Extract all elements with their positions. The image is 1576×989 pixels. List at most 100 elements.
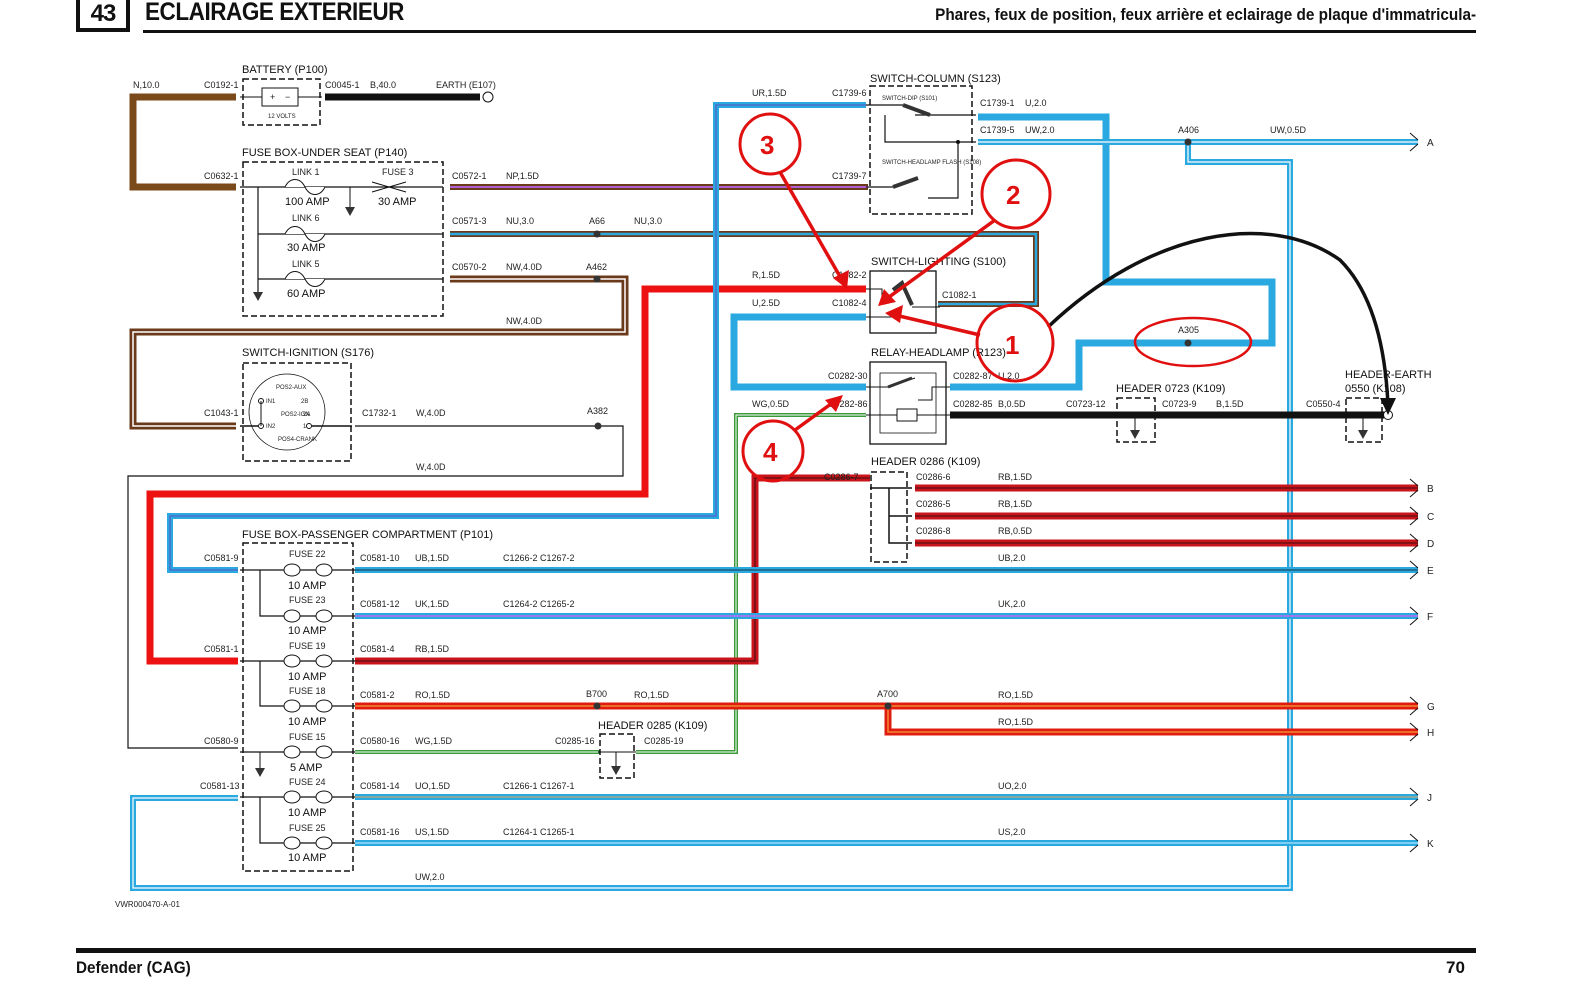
destination-label-e: E: [1427, 566, 1434, 577]
wire-nu-label: NU,3.0: [506, 216, 534, 226]
splice-a700-dot: [884, 702, 892, 710]
wire-ro-label-3: RO,1.5D: [998, 690, 1034, 700]
link5-name: LINK 5: [292, 259, 320, 269]
link6-name: LINK 6: [292, 213, 320, 223]
wire-uw-label: UW,2.0: [1025, 125, 1055, 135]
conn-c0282-85: C0282-85: [953, 399, 993, 409]
fuse-box-passenger: [240, 542, 355, 872]
conn-c0581-10: C0581-10: [360, 553, 400, 563]
annotation-4-number: 4: [763, 437, 778, 467]
splice-a382: A382: [587, 406, 608, 416]
connector-arrow-icon: [1409, 560, 1419, 580]
wire-rb-outputs: [915, 484, 1418, 547]
fuse24-rating: 10 AMP: [288, 807, 327, 819]
battery-conn-in: C0192-1: [204, 80, 239, 90]
wire-ro-label: RO,1.5D: [415, 690, 451, 700]
link1-rating: 100 AMP: [285, 196, 330, 208]
diagram-reference: VWR000470-A-01: [115, 900, 180, 909]
switch-ignition-label: SWITCH-IGNITION (S176): [242, 347, 374, 359]
conn-c0285-19: C0285-19: [644, 736, 684, 746]
battery-label: BATTERY (P100): [242, 64, 328, 76]
fuse-box-under-seat-label: FUSE BOX-UNDER SEAT (P140): [242, 147, 407, 159]
wire-ro-label-4: RO,1.5D: [998, 717, 1034, 727]
header-0723-label: HEADER 0723 (K109): [1116, 383, 1225, 395]
battery-wire-in: N,10.0: [133, 80, 160, 90]
conn-c1739-6: C1739-6: [832, 88, 867, 98]
destination-label-b: B: [1427, 484, 1434, 495]
inline-c1266-1: C1266-1 C1267-1: [503, 781, 575, 791]
splice-a66: A66: [589, 216, 605, 226]
splice-b700: B700: [586, 689, 607, 699]
footer-model: Defender (CAG): [76, 958, 191, 977]
annotation-1: 1: [885, 303, 1055, 383]
connector-arrow-icon: [1409, 533, 1419, 553]
splice-a462-dot: [593, 275, 601, 283]
wire-ro: [355, 702, 1418, 736]
conn-c0581-14: C0581-14: [360, 781, 400, 791]
conn-c0581-2: C0581-2: [360, 690, 395, 700]
annotation-3: 3: [738, 112, 849, 289]
conn-c0282-86: C0282-86: [828, 399, 868, 409]
conn-c0282-87: C0282-87: [953, 371, 993, 381]
pin-in1: IN1: [266, 399, 276, 405]
annotation-3-number: 3: [760, 130, 774, 160]
link6-rating: 30 AMP: [287, 242, 326, 254]
conn-c1082-1: C1082-1: [942, 290, 977, 300]
conn-c0581-13: C0581-13: [200, 781, 240, 791]
pin-in2: IN2: [266, 424, 276, 430]
conn-c0570-2: C0570-2: [452, 262, 487, 272]
switch-dip-label: SWITCH-DIP (S101): [882, 96, 937, 102]
connector-arrow-icon: [1409, 132, 1419, 152]
page-title: ECLAIRAGE EXTERIEUR: [145, 0, 404, 26]
destination-label-d: D: [1427, 539, 1434, 550]
wire-uw-bottom-label: UW,2.0: [415, 872, 445, 882]
battery-conn-out: C0045-1: [325, 80, 360, 90]
connector-arrow-icon: [1409, 787, 1419, 807]
inline-c1264-1: C1264-1 C1265-1: [503, 827, 575, 837]
svg-text:−: −: [285, 92, 290, 102]
conn-c0286-5: C0286-5: [916, 499, 951, 509]
conn-c0581-12: C0581-12: [360, 599, 400, 609]
switch-flash-label: SWITCH-HEADLAMP FLASH (S108): [882, 160, 981, 166]
splice-a305-dot: [1184, 339, 1192, 347]
splice-a406: A406: [1178, 125, 1199, 135]
splice-a305: A305: [1178, 325, 1199, 335]
annotation-2-number: 2: [1006, 180, 1020, 210]
wire-rb-b-label: RB,1.5D: [998, 472, 1033, 482]
wire-battery-brown: [129, 93, 236, 191]
connector-arrow-icon: [1409, 696, 1419, 716]
wire-r-feed: [146, 285, 866, 665]
annotation-ellipse-a305: [1133, 316, 1253, 368]
header-0286: [870, 471, 912, 563]
header-rule: [143, 30, 1476, 33]
header-0723: [1116, 397, 1156, 443]
switch-ignition: [240, 362, 352, 462]
fuse23-rating: 10 AMP: [288, 625, 327, 637]
link1-name: LINK 1: [292, 167, 320, 177]
fuse-box-passenger-label: FUSE BOX-PASSENGER COMPARTMENT (P101): [242, 529, 493, 541]
fuse19-rating: 10 AMP: [288, 671, 327, 683]
wire-uo-label: UO,1.5D: [415, 781, 451, 791]
fuse-box-under-seat: [240, 161, 444, 317]
fuse25-name: FUSE 25: [289, 823, 326, 833]
wire-wg: [355, 413, 866, 754]
splice-a66-dot: [593, 230, 601, 238]
wire-w-label: W,4.0D: [416, 408, 446, 418]
conn-c0285-16: C0285-16: [555, 736, 595, 746]
annotation-2: 2: [878, 158, 1052, 306]
connector-arrow-icon: [1409, 478, 1419, 498]
wire-ur-label: UR,1.5D: [752, 88, 787, 98]
annotation-1-number: 1: [1005, 330, 1019, 360]
destination-label-c: C: [1427, 512, 1434, 523]
connector-arrow-icon: [1409, 833, 1419, 853]
wire-u-lighting: [730, 313, 866, 391]
pin-2b: 2B: [301, 399, 308, 405]
fuse15-name: FUSE 15: [289, 732, 326, 742]
fuse22-name: FUSE 22: [289, 549, 326, 559]
fuse3-rating: 30 AMP: [378, 196, 417, 208]
conn-c1082-2: C1082-2: [832, 270, 867, 280]
wire-us-label-2: US,2.0: [998, 827, 1026, 837]
connector-arrow-icon: [1409, 606, 1419, 626]
